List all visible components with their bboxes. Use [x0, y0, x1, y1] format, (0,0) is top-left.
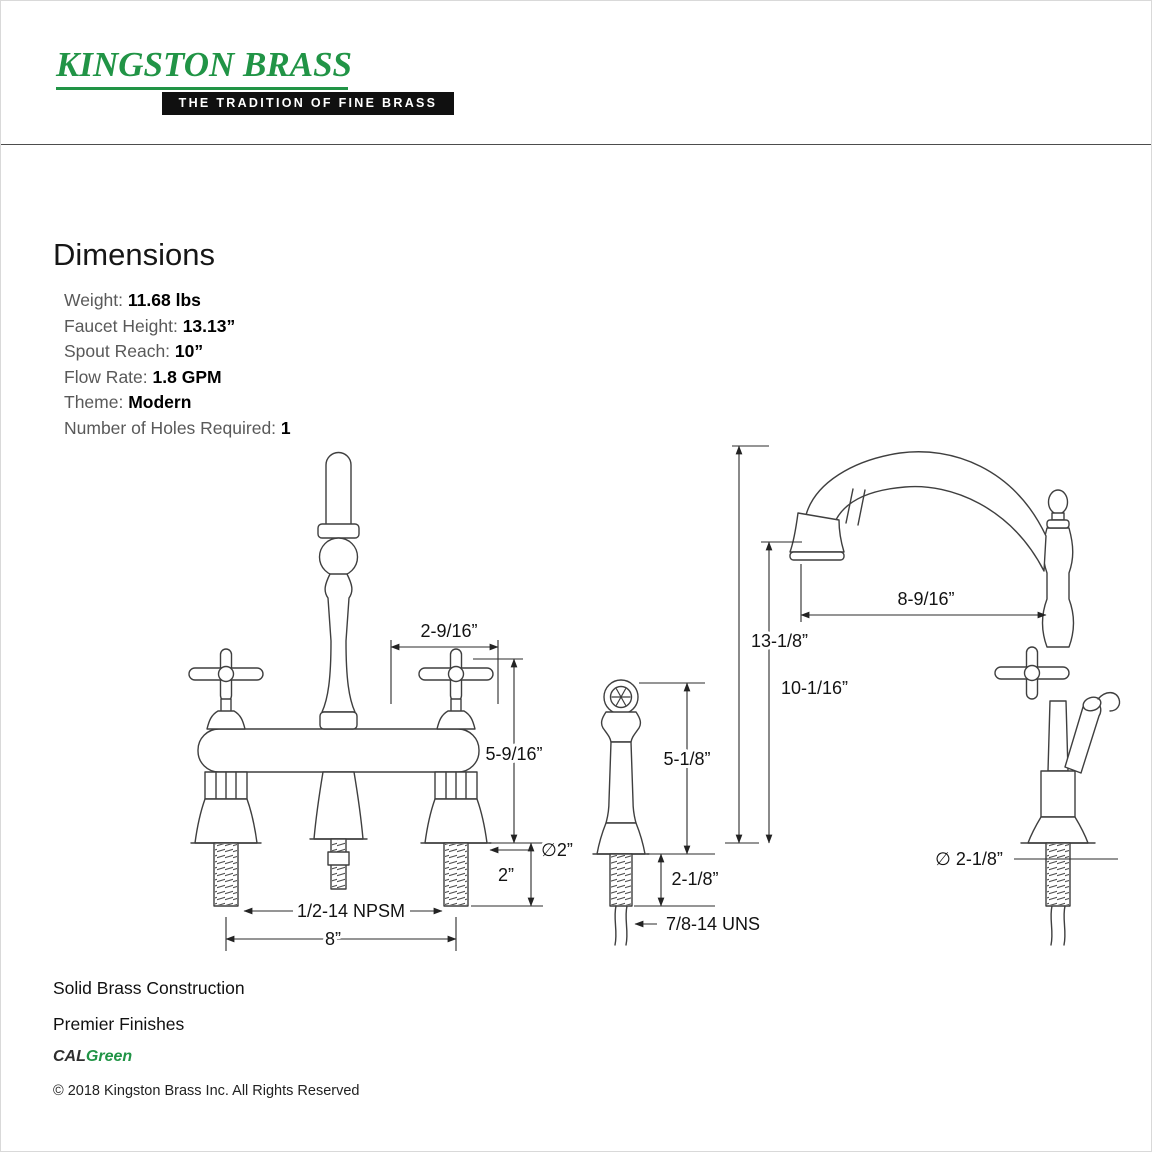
copyright-notice: © 2018 Kingston Brass Inc. All Rights Re… — [53, 1083, 360, 1099]
spec-holes-required: Number of Holes Required: 1 — [64, 416, 291, 442]
dim-sprayer-height: 5-1/8” — [639, 682, 715, 855]
calgreen-prefix: CAL — [53, 1048, 86, 1065]
spout-outlet — [789, 512, 845, 553]
sprayer-drawing — [592, 679, 650, 946]
side-cross-handle — [994, 646, 1070, 700]
side-body-cylinder — [1040, 770, 1076, 818]
front-view-drawing — [188, 451, 494, 907]
spout-band — [845, 488, 866, 526]
spec-value: 10” — [174, 341, 204, 362]
sprayer-hose — [614, 905, 628, 946]
dim-front-spread: 8” — [225, 917, 457, 952]
dim-label: 2” — [498, 865, 514, 885]
spec-label: Weight: — [64, 290, 124, 310]
left-cross-handle — [188, 648, 264, 730]
dim-front-hole-diameter: ∅2” — [489, 837, 576, 863]
header-divider — [1, 144, 1151, 145]
dim-label: 1/2-14 NPSM — [297, 901, 405, 921]
dim-label: 13-1/8” — [751, 631, 808, 651]
dim-label: 7/8-14 UNS — [666, 914, 760, 934]
header: KINGSTON BRASS THE TRADITION OF FINE BRA… — [56, 45, 454, 115]
calgreen-certification: CALGreen — [53, 1048, 132, 1066]
spec-theme: Theme: Modern — [64, 390, 291, 416]
spec-value: 1 — [280, 417, 291, 438]
spec-list: Weight: 11.68 lbs Faucet Height: 13.13” … — [64, 288, 291, 442]
spout-column — [321, 573, 356, 713]
page-title: Dimensions — [53, 237, 215, 272]
side-finial — [1047, 489, 1069, 515]
side-hose — [1050, 905, 1066, 946]
dim-front-thread: 1/2-14 NPSM — [243, 898, 443, 924]
dim-side-spout-height: 10-1/16” — [761, 541, 851, 844]
dimension-diagram: 2-9/16” 5-9/16” 2” ∅2” 1/2-14 NPSM — [188, 445, 1121, 952]
spout-collar — [317, 523, 360, 539]
feature-premier-finishes: Premier Finishes — [53, 1014, 185, 1034]
docked-sprayer — [1064, 691, 1121, 774]
dim-sprayer-thread: 7/8-14 UNS — [634, 911, 763, 937]
dim-label: ∅ 2-1/8” — [935, 849, 1003, 869]
dim-side-spout-reach: 8-9/16” — [800, 564, 1047, 622]
side-lower-column — [1047, 700, 1069, 772]
dim-front-shank-length: 2” — [471, 842, 543, 907]
spout-base-collar — [319, 711, 358, 730]
spec-value: 1.8 GPM — [152, 366, 222, 387]
brand-logo-text: KINGSTON BRASS — [56, 45, 352, 84]
spec-label: Spout Reach: — [64, 341, 171, 362]
calgreen-suffix: Green — [85, 1048, 133, 1065]
dim-label: 10-1/16” — [781, 678, 848, 698]
spec-label: Theme: — [64, 392, 124, 413]
dim-label: 2-9/16” — [420, 621, 477, 641]
spout-ball-joint — [318, 537, 359, 577]
spec-label: Flow Rate: — [64, 366, 148, 387]
dim-label: 8” — [325, 929, 341, 949]
center-mount — [309, 771, 368, 890]
right-cross-handle — [418, 648, 494, 730]
spout-tube — [325, 451, 352, 525]
feature-solid-brass: Solid Brass Construction — [53, 978, 245, 998]
dim-label: 8-9/16” — [897, 589, 954, 609]
dim-front-deck-height: 5-9/16” — [473, 658, 546, 844]
spec-weight: Weight: 11.68 lbs — [64, 288, 291, 314]
brand-tagline-text: THE TRADITION OF FINE BRASS — [178, 96, 438, 111]
side-upper-column — [1041, 527, 1075, 648]
spec-faucet-height: Faucet Height: 13.13” — [64, 314, 291, 340]
side-base-flange — [1027, 816, 1089, 844]
spec-label: Number of Holes Required: — [64, 417, 277, 438]
dim-side-hole-diameter: ∅ 2-1/8” — [932, 846, 1118, 872]
spec-spout-reach: Spout Reach: 10” — [64, 339, 291, 365]
dim-label: 5-9/16” — [485, 744, 542, 764]
side-view-drawing — [789, 451, 1121, 946]
spec-label: Faucet Height: — [64, 315, 178, 336]
dim-side-total-height: 13-1/8” — [725, 445, 811, 844]
sprayer-bell — [600, 711, 642, 743]
dim-sprayer-shank-length: 2-1/8” — [634, 853, 722, 907]
spec-flow-rate: Flow Rate: 1.8 GPM — [64, 365, 291, 391]
dim-label: 2-1/8” — [671, 869, 718, 889]
spec-value: 13.13” — [182, 315, 236, 336]
feature-list: Solid Brass Construction Premier Finishe… — [53, 978, 245, 1050]
brand-tagline-bar: THE TRADITION OF FINE BRASS — [162, 91, 454, 115]
dim-label: ∅2” — [541, 840, 573, 860]
left-mount — [190, 771, 262, 907]
sprayer-flange — [596, 822, 646, 855]
sprayer-body — [605, 741, 637, 824]
bridge-deck — [197, 728, 480, 773]
spec-value: 11.68 lbs — [127, 290, 201, 310]
right-mount — [420, 771, 492, 907]
dim-label: 5-1/8” — [663, 749, 710, 769]
dim-front-spout-offset: 2-9/16” — [390, 618, 499, 704]
spec-value: Modern — [128, 392, 192, 413]
brand-underline — [56, 86, 348, 90]
